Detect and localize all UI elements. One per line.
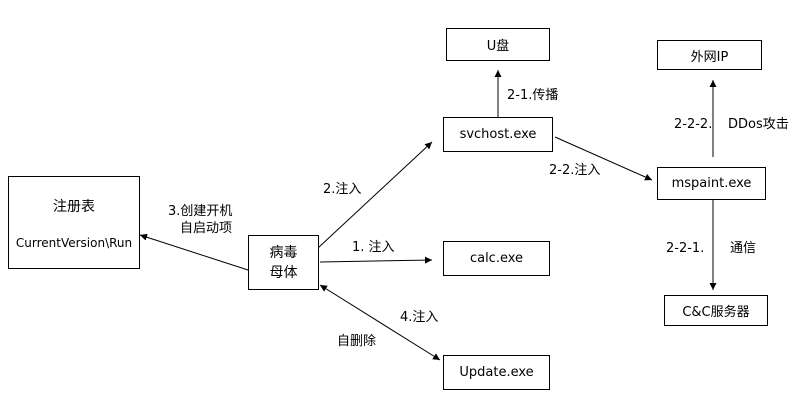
edge-label-comm-text: 通信 [730,241,757,256]
edge-label-self-delete: 自删除 [337,334,377,349]
udisk-box: U盘 [446,28,550,61]
calc-box: calc.exe [443,241,550,276]
edge-label-create-boot-1: 3.创建开机 [168,204,233,219]
mspaint-label: mspaint.exe [671,176,752,191]
mspaint-box: mspaint.exe [657,167,766,200]
registry-title: 注册表 [53,198,95,215]
extip-box: 外网IP [657,40,762,70]
arrow-virus-to-registry [139,233,249,271]
edge-label-ddos-text: DDos攻击 [728,117,789,132]
calc-label: calc.exe [469,251,524,266]
udisk-label: U盘 [486,39,510,54]
cnc-box: C&C服务器 [664,295,768,326]
virus-label-line1: 病毒 [269,244,298,261]
edge-label-comm-number: 2-2-1. [666,241,705,256]
edge-label-spread: 2-1.传播 [507,88,559,103]
edge-label-inject-calc: 1. 注入 [352,240,395,255]
edge-label-create-boot-2: 自启动项 [180,221,233,236]
update-label: Update.exe [459,365,534,380]
registry-key: CurrentVersion\Run [15,235,133,250]
arrow-svchost-to-mspaint [554,136,653,181]
extip-label: 外网IP [690,49,729,65]
arrow-virus-update [319,284,441,361]
edge-label-ddos-number: 2-2-2. [674,117,713,132]
edge-label-inject-mspaint: 2-2.注入 [549,163,601,178]
registry-box: 注册表 CurrentVersion\Run [8,176,140,269]
update-box: Update.exe [443,355,550,390]
arrow-virus-to-calc [319,256,433,264]
cnc-label: C&C服务器 [682,305,750,320]
virus-parent-box: 病毒 母体 [248,235,319,290]
virus-label-line2: 母体 [269,264,298,281]
svchost-label: svchost.exe [459,127,537,142]
edge-label-inject-update: 4.注入 [400,310,439,325]
arrow-virus-to-svchost [317,141,433,249]
edge-label-inject-svchost: 2.注入 [323,182,362,197]
svchost-box: svchost.exe [443,117,553,152]
